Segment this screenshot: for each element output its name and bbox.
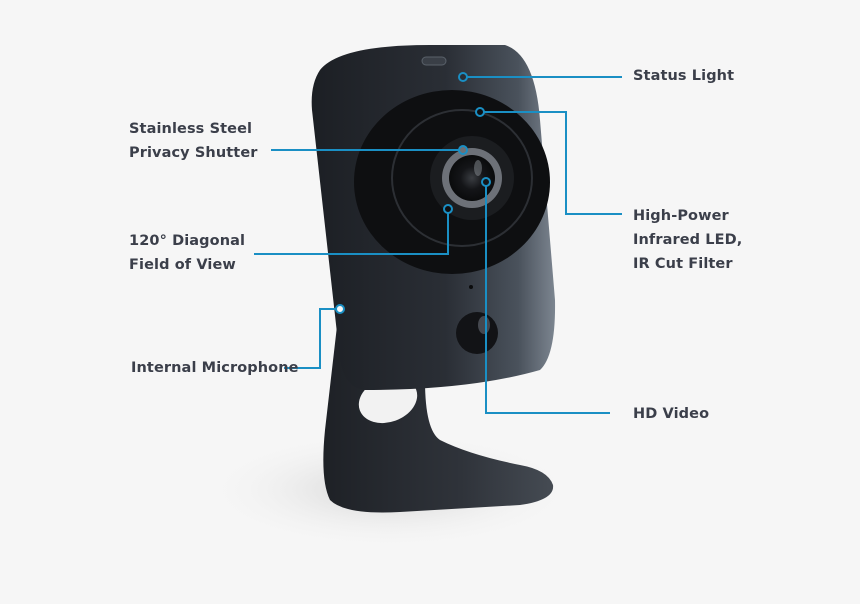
- callout-marker-status-light: [458, 72, 468, 82]
- callout-marker-infrared-led: [475, 107, 485, 117]
- lens-assembly: [354, 90, 550, 274]
- label-line: High-Power: [633, 208, 729, 224]
- callout-line-microphone: [284, 308, 338, 369]
- callout-label-microphone: Internal Microphone: [131, 356, 299, 380]
- label-line: Infrared LED,: [633, 232, 743, 248]
- callout-marker-field-of-view: [443, 204, 453, 214]
- callout-marker-hd-video: [481, 177, 491, 187]
- label-line: IR Cut Filter: [633, 256, 733, 272]
- status-light-indicator: [421, 56, 447, 66]
- callout-label-infrared-led: High-Power Infrared LED, IR Cut Filter: [633, 204, 742, 276]
- callout-line-field-of-view: [254, 209, 449, 255]
- label-line: Field of View: [129, 257, 236, 273]
- label-line: 120° Diagonal: [129, 233, 246, 249]
- callout-marker-privacy-shutter: [458, 145, 468, 155]
- motion-sensor: [456, 312, 498, 354]
- callout-line-infrared-led: [480, 111, 622, 215]
- label-line: Privacy Shutter: [129, 145, 258, 161]
- callout-label-privacy-shutter: Stainless Steel Privacy Shutter: [129, 117, 258, 165]
- label-line: Internal Microphone: [131, 360, 299, 376]
- callout-lines: [254, 72, 622, 414]
- callout-line-hd-video: [485, 182, 610, 414]
- callout-marker-microphone: [335, 304, 345, 314]
- pinhole: [469, 285, 473, 289]
- label-line: Stainless Steel: [129, 121, 253, 137]
- callout-label-status-light: Status Light: [633, 64, 734, 88]
- callout-label-hd-video: HD Video: [633, 402, 709, 426]
- label-line: Status Light: [633, 68, 735, 84]
- label-line: HD Video: [633, 406, 710, 422]
- callout-label-field-of-view: 120° Diagonal Field of View: [129, 229, 245, 277]
